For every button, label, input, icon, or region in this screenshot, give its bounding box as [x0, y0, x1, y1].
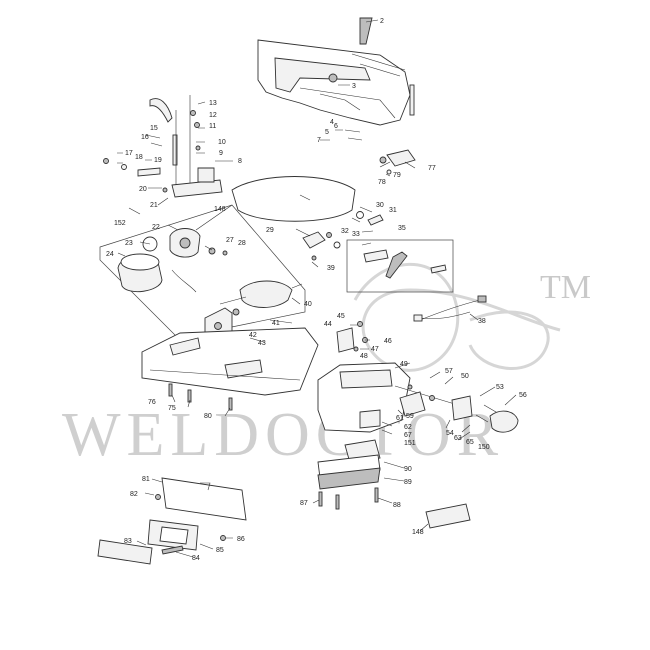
part-label-78: 78: [378, 179, 386, 186]
part-label-150: 150: [478, 444, 490, 451]
part-label-65: 65: [466, 439, 474, 446]
part-label-89: 89: [404, 479, 412, 486]
part-label-23: 23: [125, 240, 133, 247]
part-label-63: 63: [454, 435, 462, 442]
part-label-16: 16: [141, 134, 149, 141]
blade-holder-assembly: [103, 95, 223, 198]
part-label-54: 54: [446, 430, 454, 437]
part-label-12: 12: [209, 112, 217, 119]
part-label-4: 4: [330, 119, 334, 126]
part-label-85: 85: [216, 547, 224, 554]
part-label-29: 29: [266, 227, 274, 234]
part-label-24: 24: [106, 251, 114, 258]
part-label-47: 47: [371, 346, 379, 353]
part-label-90: 90: [404, 466, 412, 473]
part-label-82: 82: [130, 491, 138, 498]
part-label-17: 17: [125, 150, 133, 157]
part-label-41: 41: [272, 320, 280, 327]
part-labels: 2 3 4 5 6 7 8 9 10 11 12 13 15 16 17 18 …: [106, 18, 527, 562]
part-label-19: 19: [154, 157, 162, 164]
part-label-83: 83: [124, 538, 132, 545]
part-label-38: 38: [478, 318, 486, 325]
part-label-79: 79: [393, 172, 401, 179]
part-label-20: 20: [139, 186, 147, 193]
part-label-3: 3: [352, 83, 356, 90]
part-label-56: 56: [519, 392, 527, 399]
part-label-5: 5: [325, 129, 329, 136]
part-label-6: 6: [334, 123, 338, 130]
saw-table: [231, 176, 384, 261]
part-label-2: 2: [380, 18, 384, 25]
part-label-28: 28: [238, 240, 246, 247]
part-label-46: 46: [384, 338, 392, 345]
part-label-67: 67: [404, 432, 412, 439]
leader-lines: [117, 19, 517, 558]
accessory-kit: [346, 239, 454, 293]
part-label-42: 42: [249, 332, 257, 339]
part-label-15: 15: [150, 125, 158, 132]
part-label-7: 7: [317, 137, 321, 144]
switch-parts: [336, 321, 368, 353]
part-label-18: 18: [135, 154, 143, 161]
part-label-49: 49: [400, 361, 408, 368]
part-label-21: 21: [150, 202, 158, 209]
part-label-45: 45: [337, 313, 345, 320]
part-label-57: 57: [445, 368, 453, 375]
part-label-9: 9: [219, 150, 223, 157]
part-label-86: 86: [237, 536, 245, 543]
watermark-text: WELDOCTOR: [62, 401, 504, 469]
part-label-48: 48: [360, 353, 368, 360]
part-label-84: 84: [192, 555, 200, 562]
part-label-59: 59: [406, 413, 414, 420]
part-label-22: 22: [152, 224, 160, 231]
part-label-13: 13: [209, 100, 217, 107]
power-cord: [413, 295, 487, 322]
part-label-44: 44: [324, 321, 332, 328]
part-label-8: 8: [238, 158, 242, 165]
part-label-30: 30: [376, 202, 384, 209]
part-label-43: 43: [258, 340, 266, 347]
part-label-88: 88: [393, 502, 401, 509]
base-assembly: [141, 327, 319, 411]
part-label-10: 10: [218, 139, 226, 146]
part-label-27: 27: [226, 237, 234, 244]
motor-assembly: [99, 204, 306, 343]
motor-housing-assembly: [317, 362, 519, 510]
watermark: WELDOCTOR TM: [62, 262, 591, 469]
part-label-62: 62: [404, 424, 412, 431]
part-label-81: 81: [142, 476, 150, 483]
part-label-39: 39: [327, 265, 335, 272]
part-label-148-lower: 148: [412, 529, 424, 536]
part-label-31: 31: [389, 207, 397, 214]
part-label-50: 50: [461, 373, 469, 380]
part-label-76: 76: [148, 399, 156, 406]
part-label-33: 33: [352, 231, 360, 238]
part-label-11: 11: [209, 123, 216, 130]
watermark-tm: TM: [540, 269, 591, 306]
part-label-152: 152: [114, 220, 126, 227]
part-label-148-upper: 148: [214, 206, 226, 213]
part-label-40: 40: [304, 301, 312, 308]
lower-cover-assembly: [97, 477, 471, 565]
part-label-77: 77: [428, 165, 436, 172]
part-label-35: 35: [398, 225, 406, 232]
part-label-151: 151: [404, 440, 416, 447]
part-label-53: 53: [496, 384, 504, 391]
part-label-61: 61: [396, 415, 404, 422]
part-label-75: 75: [168, 405, 176, 412]
upper-arm-assembly: [257, 17, 416, 175]
part-label-32: 32: [341, 228, 349, 235]
part-label-87: 87: [300, 500, 308, 507]
part-label-80: 80: [204, 413, 212, 420]
